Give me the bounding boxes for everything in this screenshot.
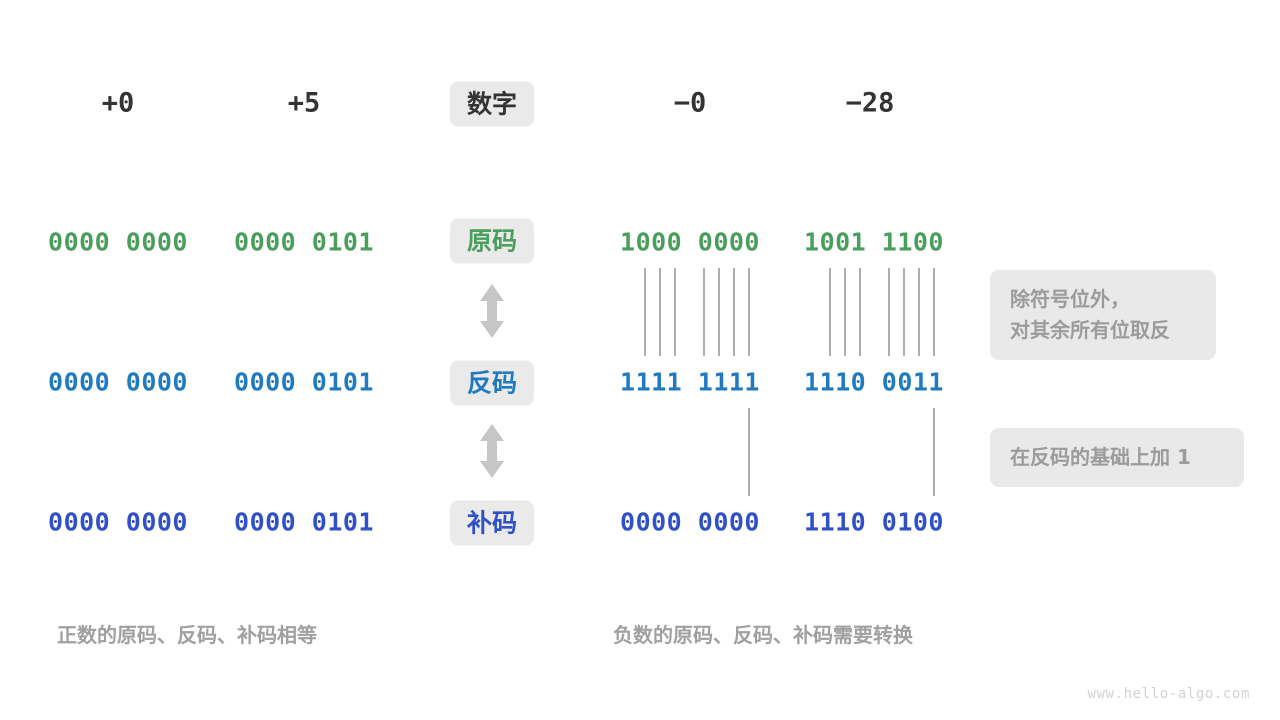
row-header-badge-number: 数字 — [449, 81, 535, 127]
header-col-positive-five: +5 — [287, 87, 321, 119]
value-ones-complement-negative-twentyeight: 1110 0011 — [804, 367, 944, 397]
note-add-one: 在反码的基础上加 1 — [990, 428, 1244, 487]
header-col-negative-twentyeight: −28 — [845, 87, 895, 119]
header-col-negative-zero: −0 — [673, 87, 707, 119]
connector-group-invert-negative-zero — [644, 268, 750, 356]
header-col-positive-zero: +0 — [101, 87, 135, 119]
value-ones-complement-positive-five: 0000 0101 — [234, 367, 374, 397]
value-ones-complement-negative-zero: 1111 1111 — [620, 367, 760, 397]
value-twos-complement-positive-five: 0000 0101 — [234, 507, 374, 537]
up-down-arrow-icon-add-one — [475, 422, 509, 484]
up-down-arrow-icon-invert — [475, 282, 509, 344]
row-badge-sign-magnitude: 原码 — [449, 218, 535, 264]
value-ones-complement-positive-zero: 0000 0000 — [48, 367, 188, 397]
caption-negative: 负数的原码、反码、补码需要转换 — [613, 623, 913, 647]
note-invert-bits: 除符号位外， 对其余所有位取反 — [990, 270, 1216, 360]
value-sign-magnitude-positive-five: 0000 0101 — [234, 227, 374, 257]
caption-positive: 正数的原码、反码、补码相等 — [57, 623, 317, 647]
row-badge-twos-complement: 补码 — [449, 500, 535, 546]
value-sign-magnitude-positive-zero: 0000 0000 — [48, 227, 188, 257]
value-twos-complement-positive-zero: 0000 0000 — [48, 507, 188, 537]
connector-group-invert-negative-twentyeight — [829, 268, 935, 356]
value-twos-complement-negative-zero: 0000 0000 — [620, 507, 760, 537]
value-sign-magnitude-negative-zero: 1000 0000 — [620, 227, 760, 257]
value-sign-magnitude-negative-twentyeight: 1001 1100 — [804, 227, 944, 257]
watermark: www.hello-algo.com — [1087, 686, 1250, 702]
value-twos-complement-negative-twentyeight: 1110 0100 — [804, 507, 944, 537]
row-badge-ones-complement: 反码 — [449, 360, 535, 406]
